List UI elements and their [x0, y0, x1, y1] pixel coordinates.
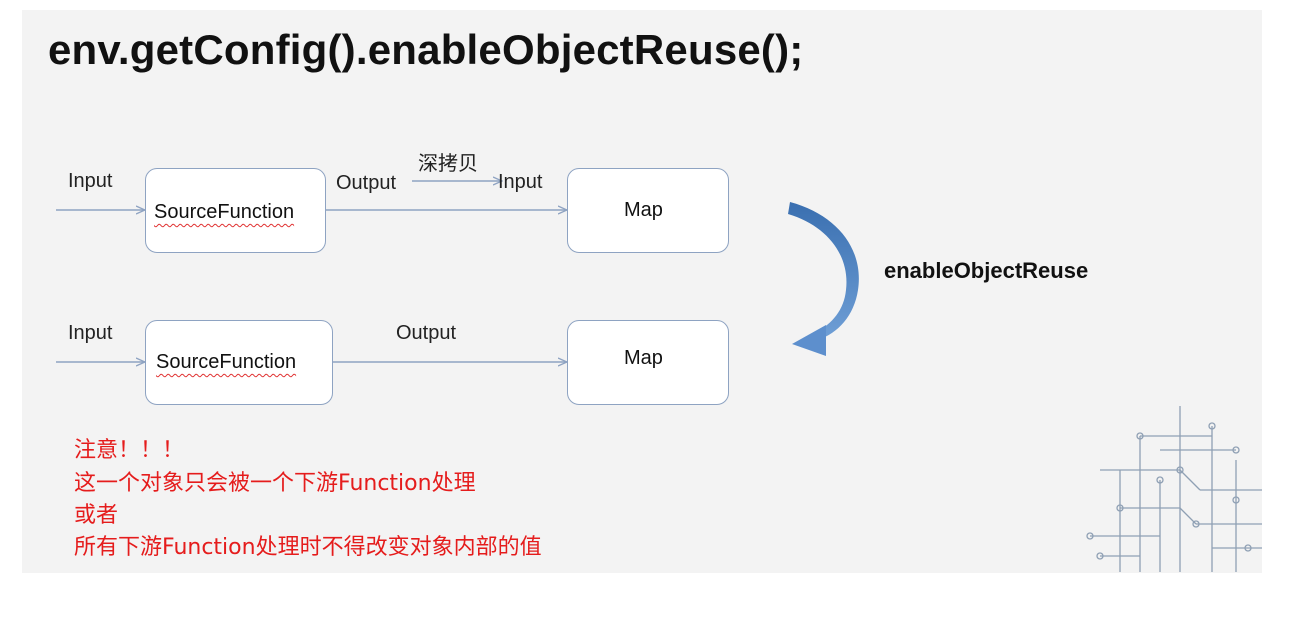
top-map-box: Map — [567, 168, 729, 253]
deep-copy-label: 深拷贝 — [418, 151, 478, 175]
bottom-map-label: Map — [624, 347, 663, 369]
note-line-2: 这一个对象只会被一个下游Function处理 — [74, 471, 476, 496]
top-source-function-box: SourceFunction — [145, 168, 326, 253]
top-input-label: Input — [68, 170, 113, 192]
circuit-decoration — [1086, 406, 1262, 572]
bottom-source-function-box: SourceFunction — [145, 320, 333, 405]
note-line-3: 或者 — [74, 503, 119, 528]
top-map-input-label: Input — [498, 171, 543, 193]
bottom-input-label: Input — [68, 322, 113, 344]
top-map-label: Map — [624, 199, 663, 221]
bottom-output-label: Output — [396, 322, 457, 344]
bottom-source-function-label: SourceFunction — [156, 351, 297, 373]
top-source-function-label: SourceFunction — [154, 201, 295, 223]
top-output-label: Output — [336, 172, 397, 194]
bottom-map-box: Map — [567, 320, 729, 405]
slide-title: env.getConfig().enableObjectReuse(); — [48, 26, 804, 73]
curved-transition-arrow — [788, 202, 859, 356]
enable-object-reuse-label: enableObjectReuse — [884, 258, 1089, 283]
note-line-1: 注意！！！ — [74, 438, 185, 463]
note-line-4: 所有下游Function处理时不得改变对象内部的值 — [74, 535, 542, 560]
slide-background — [22, 10, 1262, 573]
